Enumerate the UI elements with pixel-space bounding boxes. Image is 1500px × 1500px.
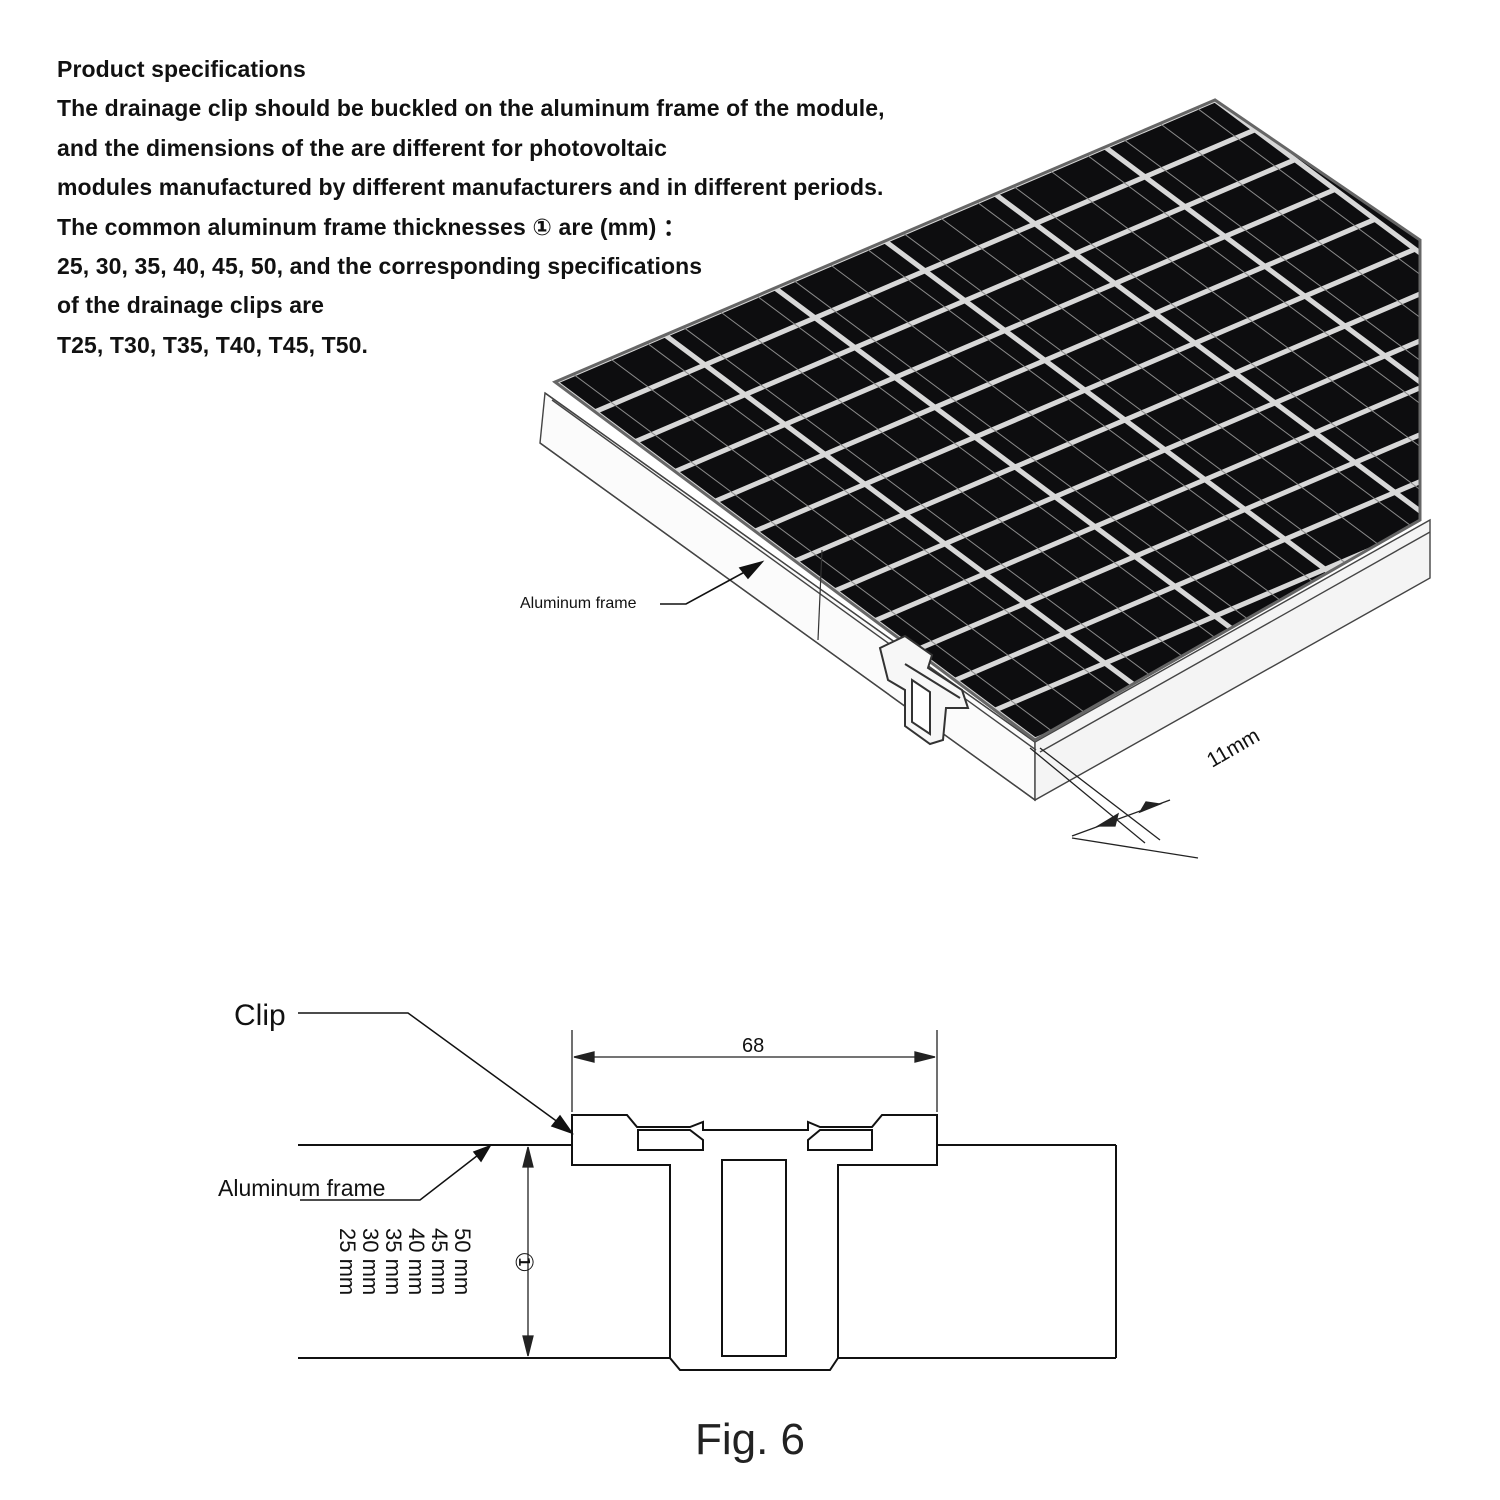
- spec-line-5: 25, 30, 35, 40, 45, 50, and the correspo…: [57, 253, 703, 280]
- spec-line-2: and the dimensions of the are different …: [57, 134, 668, 161]
- section-frame-label: Aluminum frame: [218, 1175, 385, 1201]
- cell-gap-line: [663, 332, 1147, 696]
- thickness-option: 40 mm: [404, 1228, 429, 1295]
- spec-line-6: of the drainage clips are: [57, 292, 325, 319]
- busbar-line: [646, 342, 1127, 702]
- thickness-option: 35 mm: [381, 1228, 406, 1295]
- frame-label: Aluminum frame: [520, 595, 637, 612]
- spec-line-4: The common aluminum frame thicknesses ① …: [57, 213, 687, 240]
- busbar-line: [1123, 138, 1420, 498]
- thickness-option: 30 mm: [358, 1228, 383, 1295]
- thickness-marker: ①: [510, 1251, 537, 1273]
- busbar-line: [1049, 170, 1420, 529]
- thickness-option: 45 mm: [427, 1228, 452, 1295]
- spec-line-1: The drainage clip should be buckled on t…: [57, 95, 885, 122]
- spec-line-3: modules manufactured by different manufa…: [57, 174, 884, 201]
- cell-gap-line: [1213, 100, 1420, 461]
- busbar-line: [1196, 107, 1420, 467]
- cell-gap-line: [993, 191, 1420, 555]
- busbar-line: [1159, 123, 1420, 482]
- clip-cross-section: [571, 1114, 938, 1371]
- cell-gap-line: [1103, 144, 1420, 508]
- figure-caption: Fig. 6: [694, 1415, 806, 1464]
- busbar-line: [609, 358, 1091, 717]
- spec-line-7: T25, T30, T35, T40, T45, T50.: [57, 331, 368, 358]
- section-frame-callout: [300, 1144, 492, 1201]
- width-dimension: [571, 1030, 938, 1112]
- busbar-line: [866, 248, 1347, 608]
- thickness-option: 50 mm: [450, 1228, 475, 1295]
- clip-label: Clip: [234, 999, 286, 1032]
- thickness-options: 25 mm 30 mm 35 mm 40 mm 45 mm 50 mm: [335, 1228, 475, 1295]
- gap-label: 11mm: [1203, 724, 1264, 772]
- busbar-line: [683, 326, 1164, 686]
- frame-cross-section: [298, 1144, 1117, 1359]
- thickness-dimension: [522, 1146, 534, 1357]
- clip-callout: [298, 1012, 574, 1135]
- product-specifications: Product specifications The drainage clip…: [57, 50, 957, 365]
- busbar-line: [719, 311, 1201, 670]
- cell-gap-line: [883, 238, 1367, 602]
- panel-clip: [878, 634, 970, 746]
- width-label: 68: [742, 1035, 764, 1057]
- busbar-line: [976, 201, 1420, 561]
- panel-border: [552, 98, 1422, 742]
- busbar-line: [829, 264, 1311, 623]
- busbar-line: [793, 279, 1274, 639]
- thickness-option: 25 mm: [335, 1228, 360, 1295]
- frame-callout: [660, 549, 823, 641]
- busbar-line: [1013, 185, 1420, 545]
- busbar-line: [573, 373, 1054, 733]
- busbar-line: [1086, 154, 1420, 514]
- spec-heading: Product specifications: [57, 56, 306, 82]
- busbar-line: [939, 217, 1420, 576]
- busbar-line: [903, 232, 1384, 592]
- cell-gap-line: [773, 285, 1257, 649]
- gap-dimension: [1029, 747, 1199, 859]
- busbar-line: [756, 295, 1237, 655]
